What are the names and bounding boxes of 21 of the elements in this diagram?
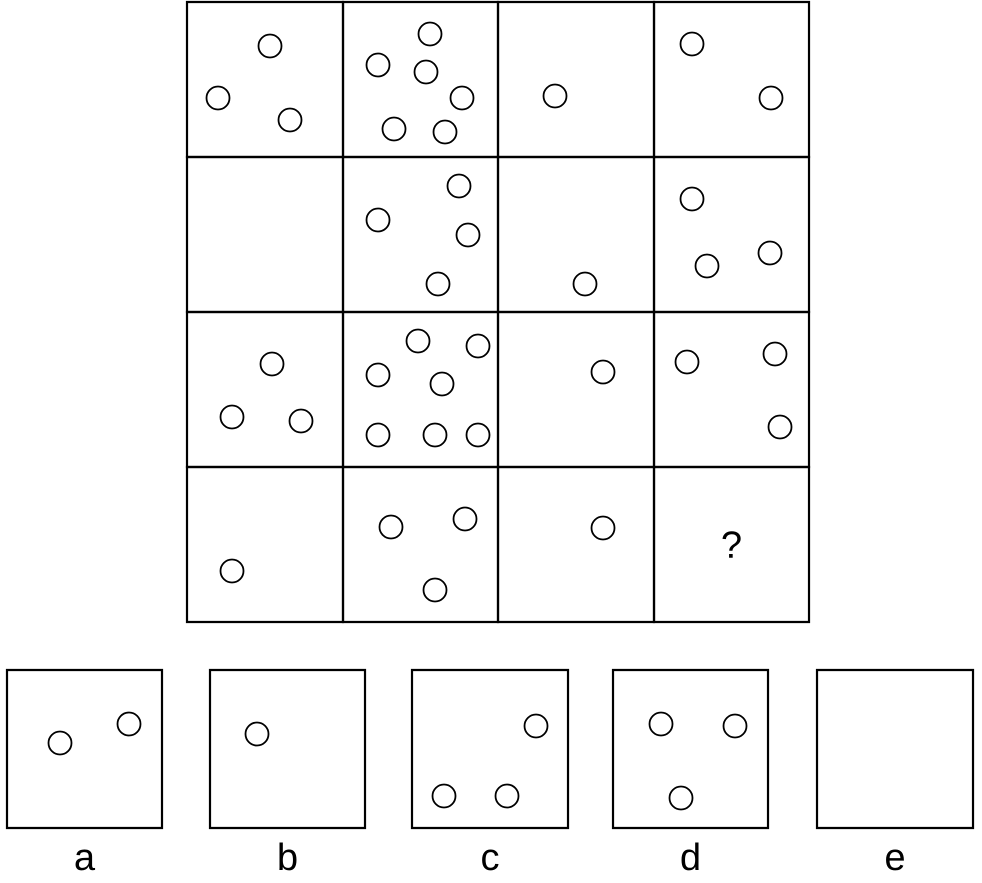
grid-cell: [342, 156, 500, 314]
grid-cell: [652, 0, 810, 158]
grid-cell: [496, 156, 656, 314]
option-letter: c: [482, 850, 498, 870]
grid-cell: [496, 466, 656, 624]
grid-cell: ?: [652, 466, 810, 624]
grid-cell: [186, 156, 344, 314]
grid-cell: [342, 310, 500, 468]
grid-cell: [652, 310, 810, 468]
grid-cell: [186, 0, 344, 158]
grid-cell: [652, 156, 810, 314]
grid-cell: [342, 466, 500, 624]
grid-cell: [342, 0, 500, 158]
grid-cell: [496, 310, 656, 468]
grid-cell: [496, 0, 656, 158]
grid-cell: [186, 466, 344, 624]
option-letter: e: [886, 850, 904, 870]
option-letter: d: [682, 842, 699, 870]
option-letter: a: [76, 850, 96, 870]
option-letter: b: [279, 842, 296, 870]
grid-cell: [186, 310, 344, 468]
